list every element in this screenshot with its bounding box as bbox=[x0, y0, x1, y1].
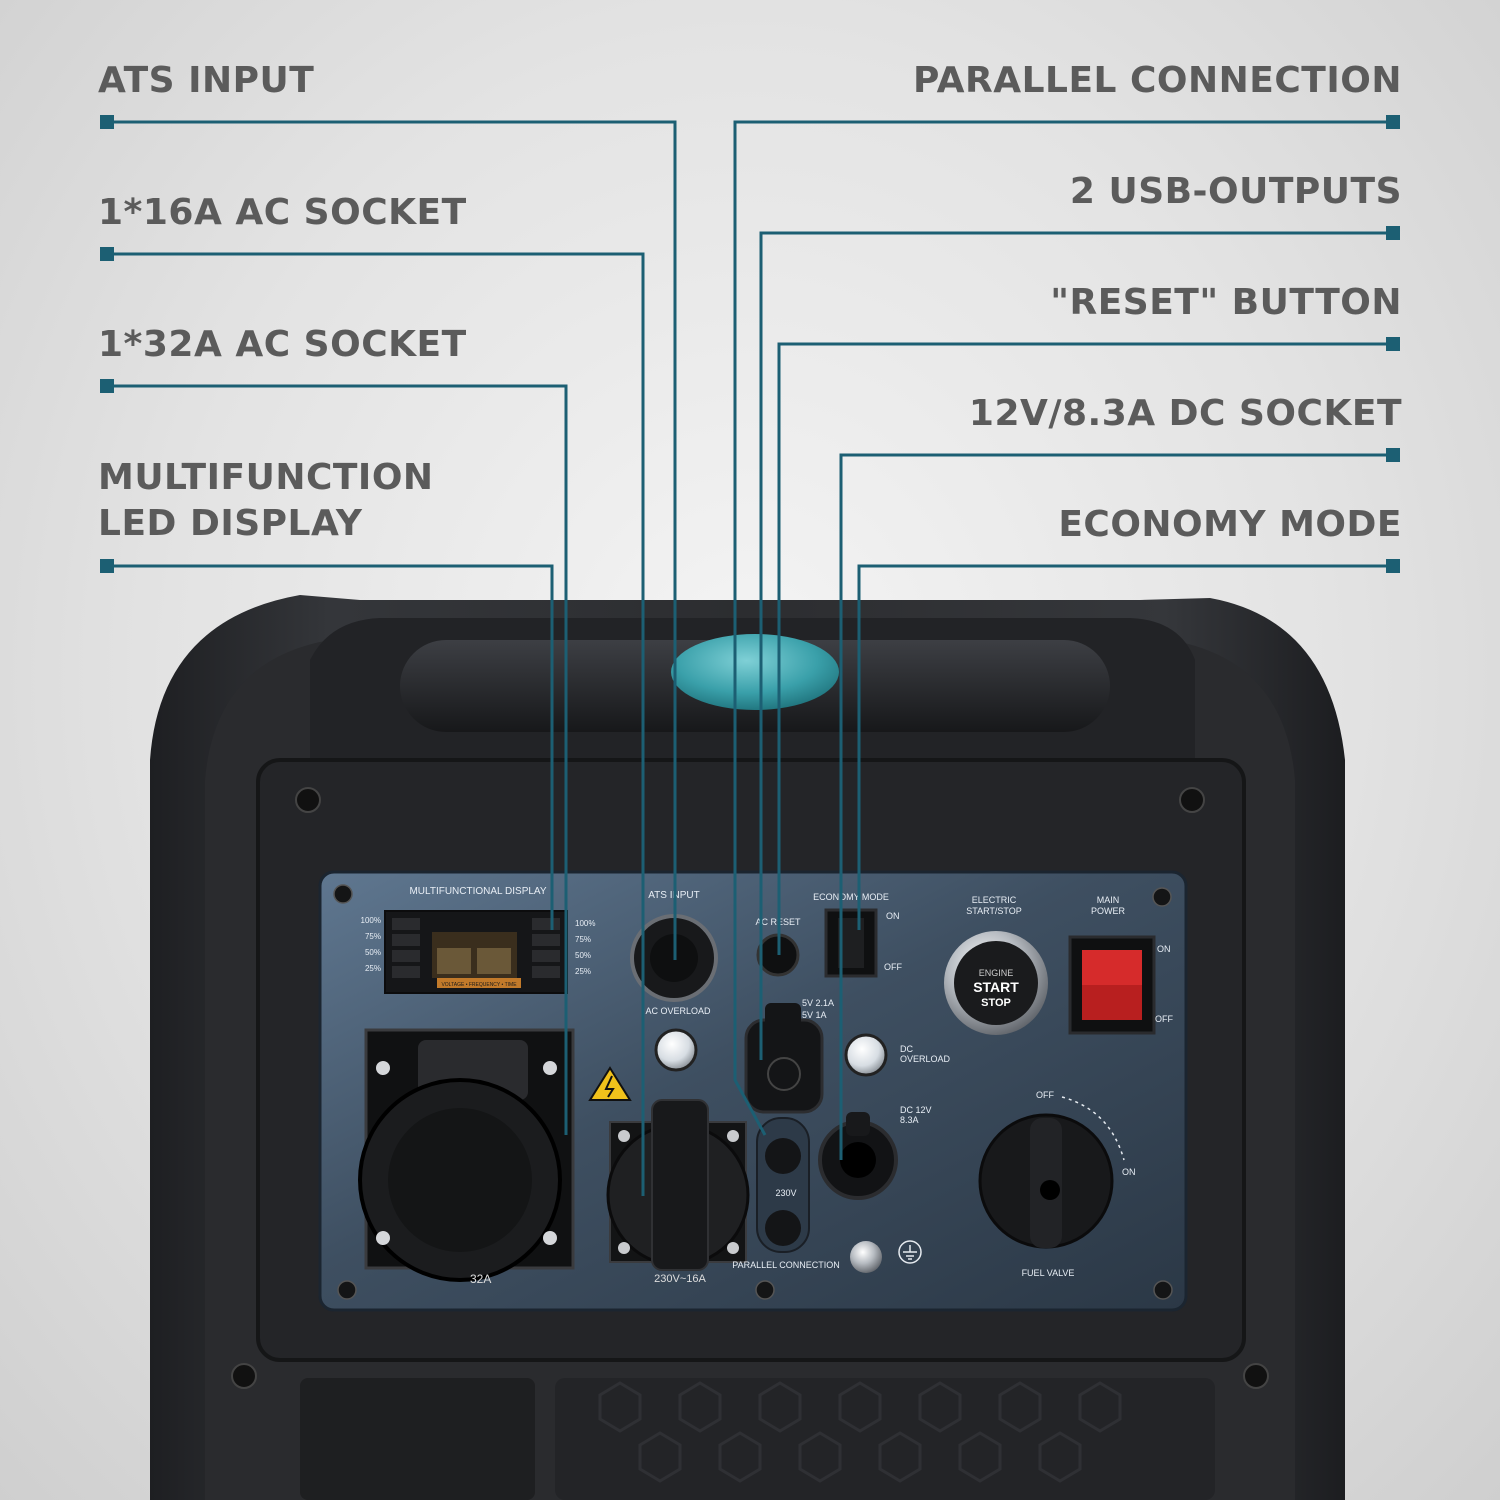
marker-ats-input bbox=[100, 115, 114, 129]
fuel-valve-label: FUEL VALVE bbox=[1022, 1268, 1075, 1278]
usb-spec-2: 5V 1A bbox=[802, 1010, 827, 1020]
marker-32a bbox=[100, 379, 114, 393]
electric-label-2: START/STOP bbox=[966, 906, 1022, 916]
marker-led-display bbox=[100, 559, 114, 573]
callout-led-display-line2: LED DISPLAY bbox=[98, 503, 363, 544]
marker-16a bbox=[100, 247, 114, 261]
marker-reset bbox=[1386, 337, 1400, 351]
engine-label: ENGINE bbox=[979, 968, 1014, 978]
v230-label: 230V bbox=[775, 1188, 796, 1198]
usb-outputs bbox=[744, 1018, 824, 1114]
level-left-100: 100% bbox=[361, 916, 381, 925]
dc-overload-led bbox=[844, 1033, 888, 1077]
main-power-2: POWER bbox=[1091, 906, 1126, 916]
marker-dc bbox=[1386, 448, 1400, 462]
marker-economy bbox=[1386, 559, 1400, 573]
stop-label: STOP bbox=[981, 997, 1011, 1009]
ac-overload-led bbox=[654, 1028, 698, 1072]
ground-icon bbox=[898, 1240, 922, 1264]
main-off: OFF bbox=[1155, 1014, 1173, 1024]
warning-icon bbox=[588, 1066, 632, 1101]
marker-parallel bbox=[1386, 115, 1400, 129]
level-right-50: 50% bbox=[575, 951, 591, 960]
level-left-25: 25% bbox=[365, 964, 381, 973]
level-right-75: 75% bbox=[575, 935, 591, 944]
callout-reset-button: "RESET" BUTTON bbox=[1050, 282, 1402, 323]
level-left-75: 75% bbox=[365, 932, 381, 941]
control-panel: MULTIFUNCTIONAL DISPLAY VOLTAGE • FREQUE… bbox=[318, 870, 1188, 1312]
economy-off: OFF bbox=[884, 962, 902, 972]
electric-label-1: ELECTRIC bbox=[972, 895, 1017, 905]
dc-overload-2: OVERLOAD bbox=[900, 1054, 951, 1064]
callout-32a-socket: 1*32A AC SOCKET bbox=[98, 324, 467, 365]
callout-usb-outputs: 2 USB-OUTPUTS bbox=[1069, 171, 1402, 212]
callout-economy-mode: ECONOMY MODE bbox=[1058, 504, 1402, 545]
callout-16a-socket: 1*16A AC SOCKET bbox=[98, 192, 467, 233]
display-title: MULTIFUNCTIONAL DISPLAY bbox=[409, 886, 546, 897]
economy-on: ON bbox=[886, 911, 900, 921]
usb-icon bbox=[767, 1057, 801, 1091]
main-on: ON bbox=[1157, 944, 1171, 954]
economy-mode-label: ECONOMY MODE bbox=[813, 892, 889, 902]
usb-spec-1: 5V 2.1A bbox=[802, 998, 834, 1008]
socket-32a-label: 32A bbox=[470, 1272, 491, 1286]
start-label: START bbox=[973, 979, 1019, 995]
level-right-25: 25% bbox=[575, 967, 591, 976]
callout-parallel-connection: PARALLEL CONNECTION bbox=[913, 60, 1402, 101]
ground-terminal bbox=[850, 1241, 882, 1273]
ac-overload-label: AC OVERLOAD bbox=[645, 1006, 711, 1016]
leader-lines bbox=[100, 115, 1400, 1196]
callout-dc-socket: 12V/8.3A DC SOCKET bbox=[968, 393, 1402, 434]
main-power-1: MAIN bbox=[1097, 895, 1120, 905]
dc-spec-2: 8.3A bbox=[900, 1115, 919, 1125]
dc-spec-1: DC 12V bbox=[900, 1105, 932, 1115]
socket-16a-label: 230V~16A bbox=[654, 1273, 706, 1285]
callout-led-display-line1: MULTIFUNCTION bbox=[98, 457, 434, 498]
parallel-label: PARALLEL CONNECTION bbox=[732, 1260, 840, 1270]
dc-overload-1: DC bbox=[900, 1044, 913, 1054]
fuel-on: ON bbox=[1122, 1167, 1136, 1177]
level-left-50: 50% bbox=[365, 948, 381, 957]
callout-ats-input: ATS INPUT bbox=[98, 60, 315, 101]
level-right-100: 100% bbox=[575, 919, 595, 928]
handle-button bbox=[671, 634, 839, 710]
display-strip: VOLTAGE • FREQUENCY • TIME bbox=[441, 982, 517, 988]
marker-usb bbox=[1386, 226, 1400, 240]
fuel-off: OFF bbox=[1036, 1090, 1054, 1100]
